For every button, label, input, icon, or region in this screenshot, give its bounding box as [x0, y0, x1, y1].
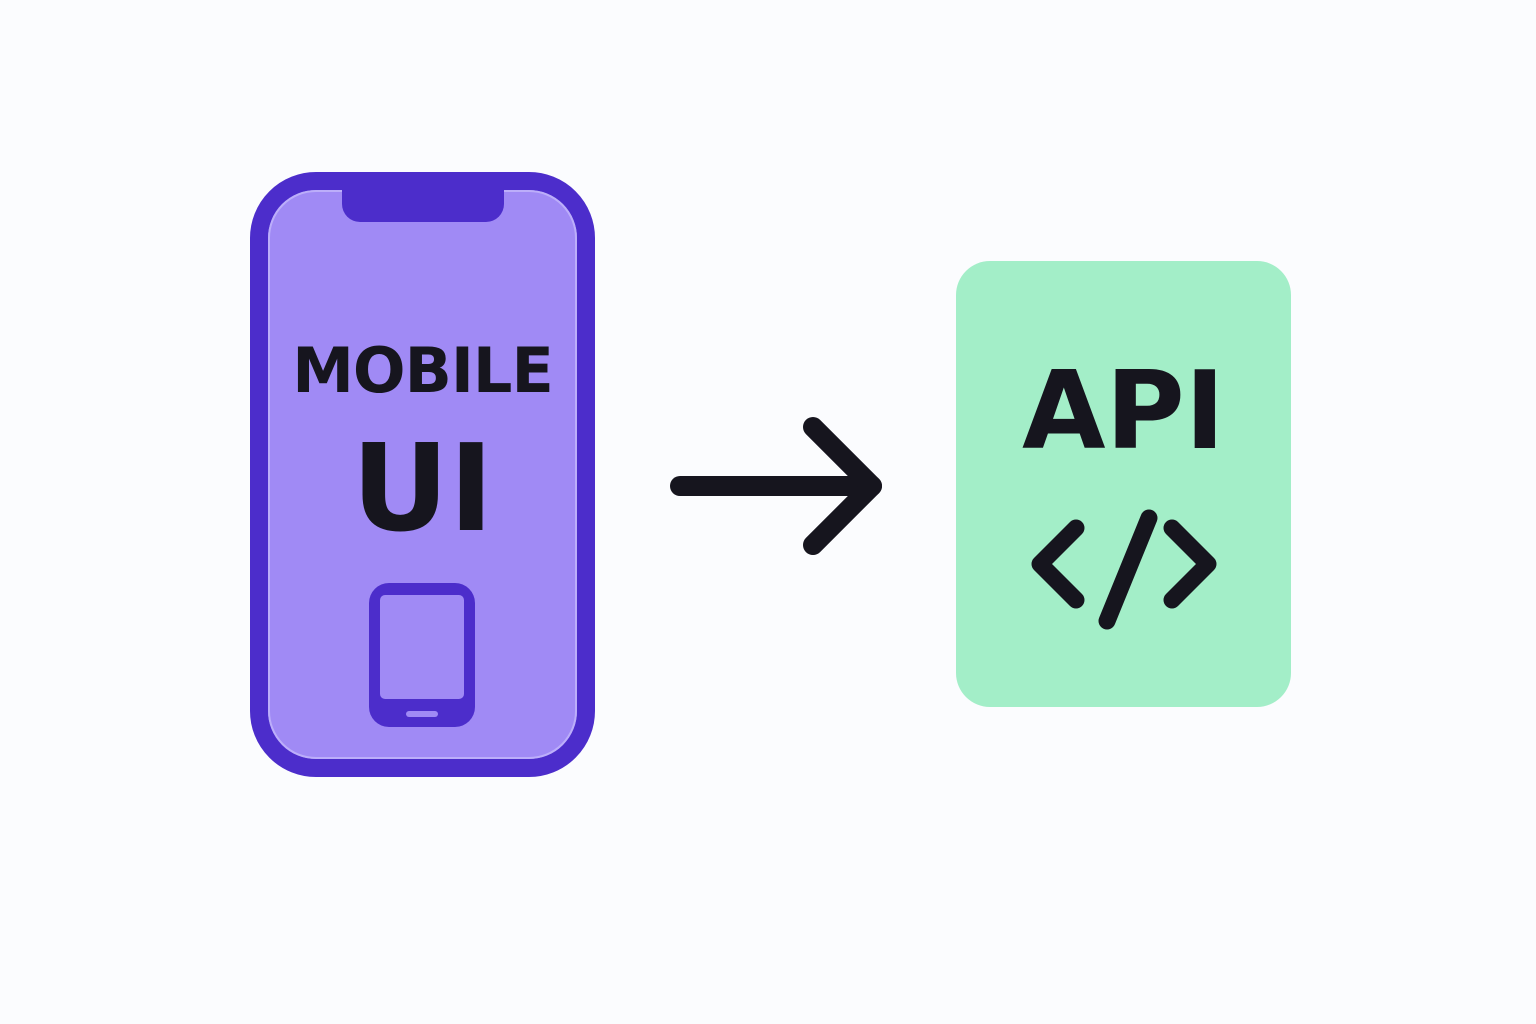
- code-icon: [1031, 509, 1217, 630]
- api-card: API: [956, 261, 1291, 707]
- ui-label: UI: [351, 420, 494, 559]
- api-label: API: [1022, 349, 1225, 474]
- arrow-right-icon: [670, 417, 882, 555]
- phone-notch: [342, 188, 504, 222]
- mobile-label: MOBILE: [292, 334, 554, 407]
- smartphone-icon: [369, 583, 475, 727]
- mobile-device: MOBILE UI: [250, 172, 595, 777]
